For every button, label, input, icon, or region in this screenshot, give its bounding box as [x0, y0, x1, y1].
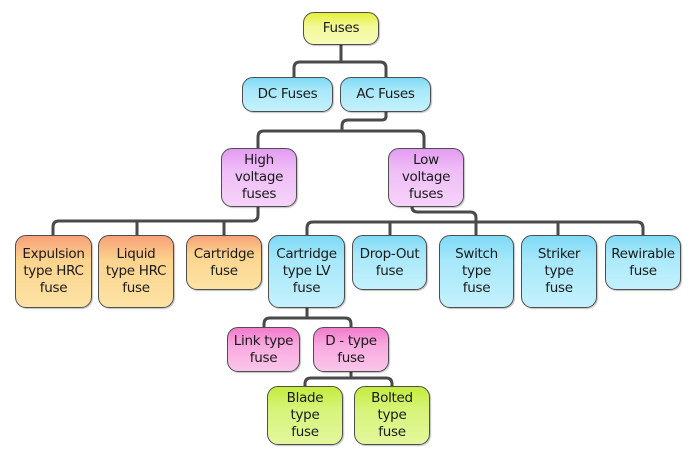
connector-fuses-to-dc-ac	[292, 45, 388, 77]
connector-low-voltage-to-children	[305, 206, 645, 235]
node-cartridge-type-lv-fuse: Cartridge type LV fuse	[268, 235, 345, 308]
node-fuses: Fuses	[303, 12, 379, 45]
connector-d-type-to-children	[303, 372, 394, 386]
node-dc-fuses: DC Fuses	[242, 77, 333, 112]
node-blade-type-fuse: Blade type fuse	[267, 386, 343, 445]
node-ac-fuses: AC Fuses	[340, 77, 431, 112]
node-liquid-type-hrc-fuse: Liquid type HRC fuse	[98, 235, 174, 308]
node-high-voltage-fuses: High voltage fuses	[221, 148, 297, 207]
node-expulsion-type-hrc-fuse: Expulsion type HRC fuse	[15, 235, 92, 308]
node-rewirable-fuse: Rewirable fuse	[605, 235, 681, 290]
node-striker-type-fuse: Striker type fuse	[521, 235, 597, 308]
node-bolted-type-fuse: Bolted type fuse	[354, 386, 430, 445]
connector-ac-to-voltage	[256, 112, 426, 148]
connector-cartridge-lv-to-children	[262, 308, 353, 327]
node-d-type-fuse: D - type fuse	[313, 327, 389, 372]
node-cartridge-fuse: Cartridge fuse	[186, 235, 262, 290]
node-switch-type-fuse: Switch type fuse	[439, 235, 514, 308]
connector-high-voltage-to-children	[51, 207, 260, 235]
node-link-type-fuse: Link type fuse	[227, 327, 300, 372]
node-low-voltage-fuses: Low voltage fuses	[388, 148, 464, 207]
node-drop-out-fuse: Drop-Out fuse	[352, 235, 427, 290]
